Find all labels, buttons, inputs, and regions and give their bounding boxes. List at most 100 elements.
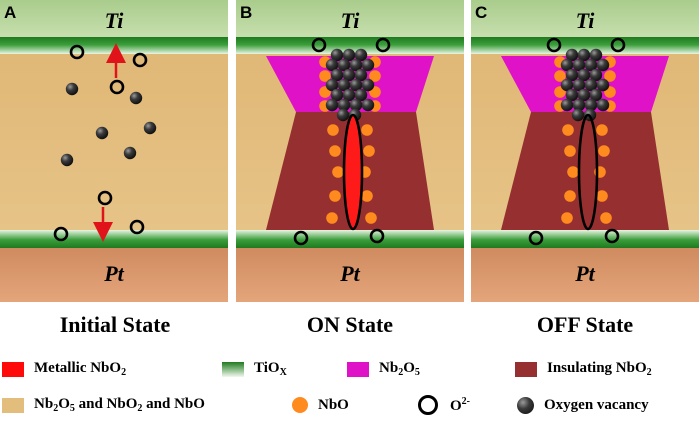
- legend-mixed-oxide: Nb2O5 and NbO2 and NbO: [2, 393, 205, 417]
- nbo-particle: [365, 212, 377, 224]
- oxygen-vacancy: [337, 98, 351, 112]
- ti-layer: [0, 0, 228, 37]
- ti-layer: [471, 0, 699, 37]
- oxygen-vacancy: [572, 78, 586, 92]
- legend-o2-label: O2-: [450, 395, 471, 414]
- nbo-particle: [564, 145, 576, 157]
- oxygen-vacancy: [65, 82, 79, 96]
- top-electrode-label: Ti: [576, 8, 596, 33]
- nbo-particle: [596, 190, 608, 202]
- nbo-dot-icon: [292, 397, 308, 413]
- nbo-particle: [361, 190, 373, 202]
- oxygen-ion: [610, 37, 626, 53]
- oxygen-vacancy: [584, 98, 598, 112]
- nbo-particle: [596, 124, 608, 136]
- oxygen-vacancy: [565, 48, 579, 62]
- oxygen-vacancy: [325, 58, 339, 72]
- state-label-a: Initial State: [59, 312, 171, 337]
- oxygen-vacancy: [129, 91, 143, 105]
- pt-layer: [236, 248, 464, 302]
- oxygen-vacancy: [336, 108, 350, 122]
- nbo-particle: [327, 124, 339, 136]
- nbo-particle: [363, 145, 375, 157]
- bottom-electrode-label: Pt: [103, 261, 124, 286]
- oxygen-ion: [132, 52, 148, 68]
- legend-tiox: TiOX: [222, 357, 287, 381]
- oxygen-vacancy: [325, 78, 339, 92]
- insulating-nbo2-swatch: [515, 361, 537, 377]
- nbo-particle: [369, 70, 381, 82]
- oxygen-ion: [604, 228, 620, 244]
- oxygen-vacancy: [572, 98, 586, 112]
- pt-layer: [471, 248, 699, 302]
- oxygen-vacancy: [330, 48, 344, 62]
- oxygen-vacancy: [342, 88, 356, 102]
- oxygen-vacancy: [571, 108, 585, 122]
- legend-metallic-nbo2-label: Metallic NbO2: [34, 360, 127, 378]
- legend-oxygen-vacancy: Oxygen vacancy: [517, 393, 649, 417]
- oxygen-vacancy: [361, 78, 375, 92]
- oxygen-ion: [53, 226, 69, 242]
- oxygen-vacancy: [337, 58, 351, 72]
- oxygen-vacancy: [560, 98, 574, 112]
- panel-letter: C: [475, 3, 487, 22]
- oxygen-vacancy: [330, 68, 344, 82]
- legend-insulating-nbo2-label: Insulating NbO2: [547, 360, 652, 378]
- nbo-particle: [319, 70, 331, 82]
- oxygen-vacancy: [560, 78, 574, 92]
- oxygen-vacancy: [565, 68, 579, 82]
- oxygen-vacancy: [589, 48, 603, 62]
- bottom-electrode-label: Pt: [574, 261, 595, 286]
- nbo-particle: [332, 166, 344, 178]
- top-electrode-label: Ti: [341, 8, 361, 33]
- oxygen-vacancy: [337, 78, 351, 92]
- oxygen-vacancy: [572, 58, 586, 72]
- legend-oxygen-vacancy-label: Oxygen vacancy: [544, 396, 649, 413]
- tiox-bottom-layer: [0, 230, 228, 248]
- oxygen-vacancy: [596, 78, 610, 92]
- oxygen-ion: [97, 190, 113, 206]
- oxygen-vacancy: [325, 98, 339, 112]
- oxygen-vacancy: [342, 48, 356, 62]
- oxygen-vacancy: [342, 68, 356, 82]
- tiox-bottom-layer: [471, 230, 699, 248]
- oxygen-vacancy: [330, 88, 344, 102]
- oxygen-ion: [129, 219, 145, 235]
- nbo-particle: [567, 166, 579, 178]
- top-electrode-label: Ti: [105, 8, 125, 33]
- metallic-nbo2-swatch: [2, 361, 24, 377]
- bottom-electrode-label: Pt: [339, 261, 360, 286]
- oxygen-vacancy: [596, 98, 610, 112]
- nbo-particle: [598, 145, 610, 157]
- state-label-b: ON State: [306, 312, 394, 337]
- nbo-particle: [329, 145, 341, 157]
- metallic-filament: [342, 113, 364, 231]
- oxygen-ion: [369, 228, 385, 244]
- oxygen-vacancy: [584, 78, 598, 92]
- legend-tiox-label: TiOX: [254, 360, 287, 378]
- oxygen-vacancy: [354, 48, 368, 62]
- nbo-particle: [564, 190, 576, 202]
- oxygen-vacancy: [361, 58, 375, 72]
- legend-nb2o5-label: Nb2O5: [379, 360, 420, 378]
- oxygen-vacancy: [560, 58, 574, 72]
- legend-metallic-nbo2: Metallic NbO2: [2, 357, 126, 381]
- legend-nbo: NbO: [292, 393, 349, 417]
- pt-layer: [0, 248, 228, 302]
- tiox-top-layer: [471, 37, 699, 54]
- nbo-particle: [562, 124, 574, 136]
- oxygen-ion: [311, 37, 327, 53]
- tiox-bottom-layer: [236, 230, 464, 248]
- oxygen-vacancy: [349, 98, 363, 112]
- tiox-swatch: [222, 361, 244, 377]
- nbo-particle: [361, 124, 373, 136]
- oxygen-vacancy: [354, 68, 368, 82]
- legend-nb2o5: Nb2O5: [347, 357, 420, 381]
- oxygen-ion: [293, 230, 309, 246]
- ruptured-filament: [577, 113, 599, 231]
- oxygen-vacancy: [596, 58, 610, 72]
